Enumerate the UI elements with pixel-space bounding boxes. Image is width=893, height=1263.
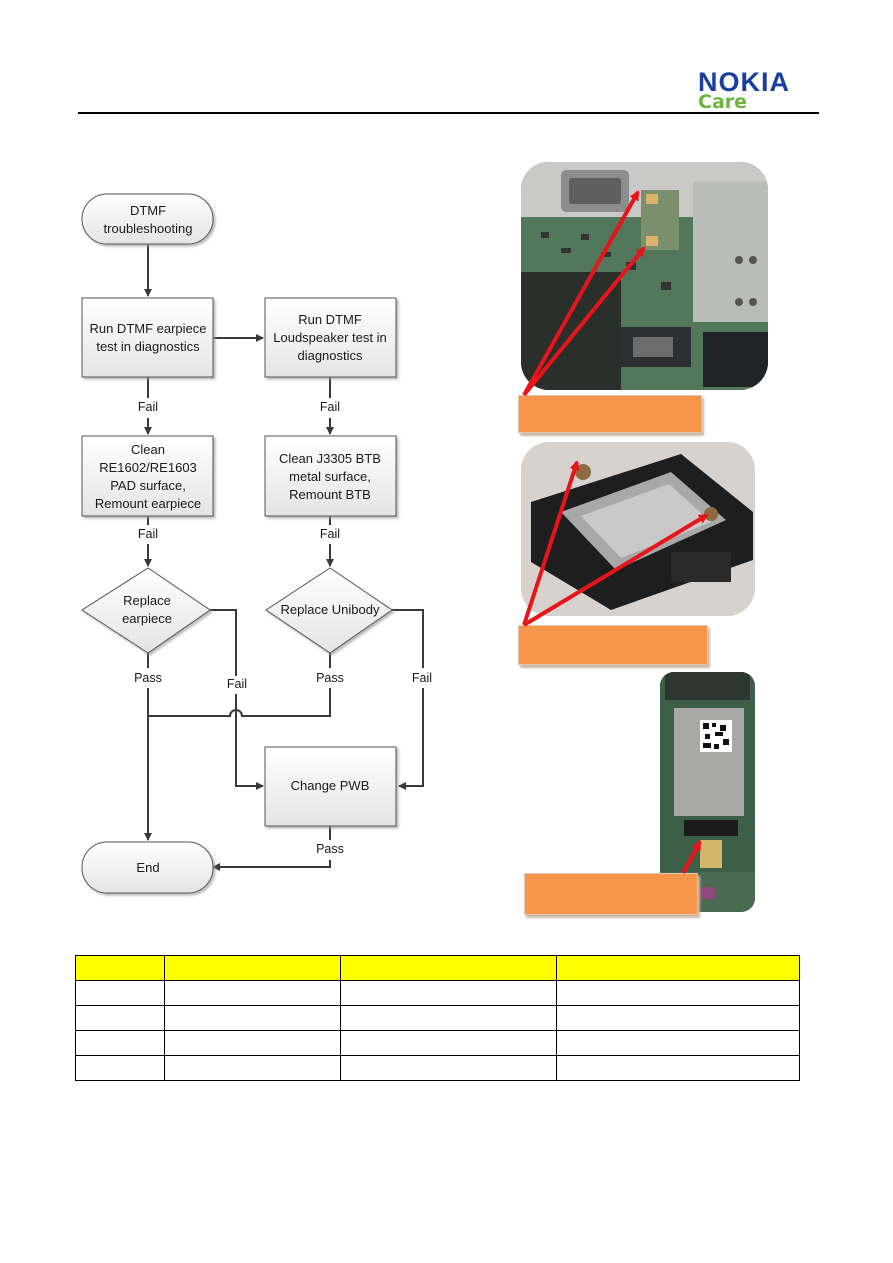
callout-earpiece-pads — [518, 395, 702, 433]
edge-unibody-pass-merge — [148, 688, 331, 717]
label-fail-4: Fail — [320, 527, 340, 541]
table-cell — [556, 980, 800, 1006]
node-run-loudspeaker-line2: Loudspeaker test in — [273, 330, 386, 345]
node-run-loudspeaker-line3: diagnostics — [297, 348, 363, 363]
node-replace-unibody: Replace Unibody — [265, 567, 393, 654]
table-row — [75, 980, 800, 1006]
table-cell — [75, 1030, 165, 1056]
table-cell — [75, 1055, 165, 1081]
node-clean-pad-line4: Remount earpiece — [95, 496, 201, 511]
table-cell — [556, 1030, 800, 1056]
label-pass-earpiece: Pass — [134, 671, 162, 685]
table-cell — [556, 1005, 800, 1031]
node-clean-btb: Clean J3305 BTB metal surface, Remount B… — [264, 435, 397, 517]
node-replace-earpiece: Replace earpiece — [81, 567, 211, 654]
callout-btb-connector — [524, 873, 698, 915]
node-change-pwb: Change PWB — [264, 746, 397, 827]
node-run-earpiece-line1: Run DTMF earpiece — [89, 321, 206, 336]
node-start-line1: DTMF — [130, 203, 166, 218]
node-run-loudspeaker-test: Run DTMF Loudspeaker test in diagnostics — [264, 297, 397, 378]
node-change-pwb-line1: Change PWB — [291, 778, 370, 793]
table-cell — [556, 1055, 800, 1081]
table-cell — [164, 1055, 341, 1081]
photo-earpiece-pads — [521, 162, 768, 390]
nokia-care-logo: NOKIA Care — [698, 68, 818, 112]
table-cell — [164, 1030, 341, 1056]
table-cell — [164, 955, 341, 981]
node-end: End — [81, 841, 214, 894]
table-header-row — [75, 955, 800, 981]
edge-earpiece-fail-to-pwb — [235, 694, 264, 790]
node-replace-unibody-line1: Replace Unibody — [280, 602, 380, 617]
table-cell — [164, 980, 341, 1006]
node-run-earpiece-test: Run DTMF earpiece test in diagnostics — [81, 297, 214, 378]
label-fail-1: Fail — [138, 400, 158, 414]
table-row — [75, 1005, 800, 1031]
header-rule — [78, 112, 819, 114]
label-fail-unibody: Fail — [412, 671, 432, 685]
node-clean-pad: Clean RE1602/RE1603 PAD surface, Remount… — [81, 435, 214, 517]
photo-earpiece — [521, 442, 755, 616]
label-pass-pwb: Pass — [316, 842, 344, 856]
node-clean-btb-line1: Clean J3305 BTB — [279, 451, 381, 466]
node-clean-pad-line2: RE1602/RE1603 — [99, 460, 197, 475]
logo-brand-text: NOKIA — [698, 67, 790, 97]
label-fail-earpiece: Fail — [227, 677, 247, 691]
label-fail-3: Fail — [138, 527, 158, 541]
table-row — [75, 1030, 800, 1056]
table-row — [75, 1055, 800, 1081]
table-cell — [164, 1005, 341, 1031]
flowchart: Fail Fail Fail Fail Pass Pass Fail Fail … — [81, 193, 432, 894]
edge-unibody-fail-to-pwb — [398, 688, 424, 790]
node-clean-pad-line3: PAD surface, — [110, 478, 186, 493]
table-cell — [556, 955, 800, 981]
table-cell — [75, 1005, 165, 1031]
node-start: DTMF troubleshooting — [81, 193, 214, 245]
table-cell — [340, 1030, 557, 1056]
node-replace-earpiece-line1: Replace — [123, 593, 171, 608]
node-clean-btb-line2: metal surface, — [289, 469, 371, 484]
label-fail-2: Fail — [320, 400, 340, 414]
edge-pwb-pass-to-end — [212, 860, 331, 871]
table-cell — [340, 1055, 557, 1081]
node-clean-btb-line3: Remount BTB — [289, 487, 371, 502]
node-start-line2: troubleshooting — [104, 221, 193, 236]
table-cell — [75, 955, 165, 981]
callout-earpiece — [518, 625, 708, 665]
label-pass-unibody: Pass — [316, 671, 344, 685]
table-cell — [340, 955, 557, 981]
edge-earpiece-fail-top-right — [210, 609, 237, 676]
edge-unibody-fail-top-right — [392, 609, 424, 668]
table-cell — [75, 980, 165, 1006]
node-end-line1: End — [136, 860, 159, 875]
table-cell — [340, 1005, 557, 1031]
flow-edges — [144, 244, 424, 871]
table-cell — [340, 980, 557, 1006]
node-run-loudspeaker-line1: Run DTMF — [298, 312, 362, 327]
logo-sub-text: Care — [698, 91, 748, 113]
parts-table — [75, 955, 800, 1081]
node-replace-earpiece-line2: earpiece — [122, 611, 172, 626]
node-clean-pad-line1: Clean — [131, 442, 165, 457]
node-run-earpiece-line2: test in diagnostics — [96, 339, 200, 354]
